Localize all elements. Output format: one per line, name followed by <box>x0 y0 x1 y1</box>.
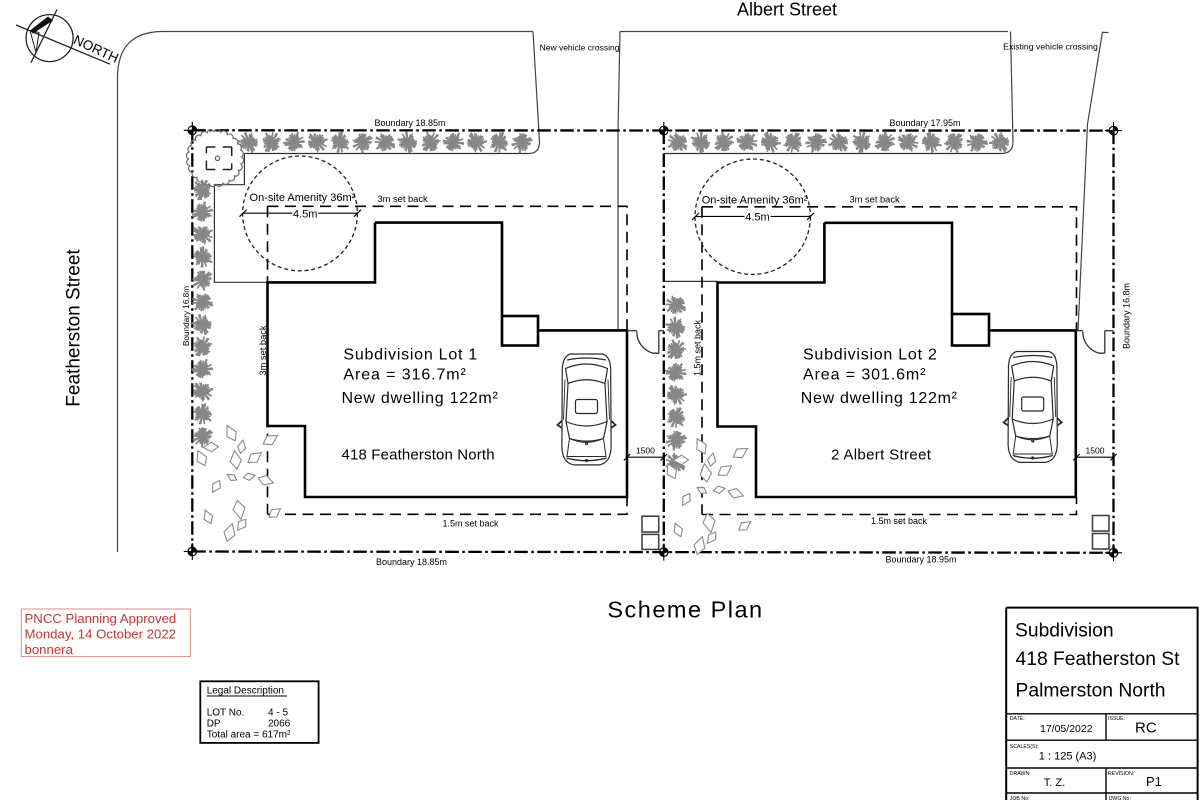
svg-text:Boundary 16.8m: Boundary 16.8m <box>182 286 191 346</box>
svg-text:2 Albert Street: 2 Albert Street <box>831 447 932 464</box>
svg-text:17/05/2022: 17/05/2022 <box>1040 723 1093 735</box>
svg-text:Total area = 617m²: Total area = 617m² <box>207 729 291 740</box>
svg-text:Scheme Plan: Scheme Plan <box>607 597 763 623</box>
svg-text:JOB No:: JOB No: <box>1010 796 1030 800</box>
svg-text:4.5m: 4.5m <box>293 209 317 221</box>
svg-text:bonnera: bonnera <box>25 642 74 657</box>
svg-text:418 Featherston North: 418 Featherston North <box>342 447 495 464</box>
svg-text:418 Featherston St: 418 Featherston St <box>1016 649 1181 670</box>
svg-text:2066: 2066 <box>268 719 291 730</box>
svg-text:PNCC Planning Approved: PNCC Planning Approved <box>25 611 177 626</box>
svg-text:DATE:: DATE: <box>1010 716 1025 722</box>
svg-text:1.5m set back: 1.5m set back <box>442 519 499 529</box>
svg-text:New dwelling 122m²: New dwelling 122m² <box>342 390 499 407</box>
svg-text:T. Z.: T. Z. <box>1044 777 1065 789</box>
svg-text:1 : 125 (A3): 1 : 125 (A3) <box>1039 751 1096 763</box>
svg-text:P1: P1 <box>1146 774 1162 789</box>
svg-text:Boundary 18.85m: Boundary 18.85m <box>376 557 447 567</box>
svg-text:On-site Amenity 36m²: On-site Amenity 36m² <box>702 195 808 207</box>
svg-text:RC: RC <box>1135 720 1157 737</box>
svg-text:New vehicle crossing: New vehicle crossing <box>540 43 620 53</box>
svg-text:LOT No.: LOT No. <box>207 708 245 719</box>
svg-text:Boundary 16.8m: Boundary 16.8m <box>1121 283 1131 349</box>
svg-text:Subdivision Lot 1: Subdivision Lot 1 <box>343 347 478 364</box>
svg-text:ISSUE:: ISSUE: <box>1108 716 1125 722</box>
svg-text:SCALES(S):: SCALES(S): <box>1010 744 1039 750</box>
svg-text:4.5m: 4.5m <box>745 212 769 224</box>
svg-text:DWG No:: DWG No: <box>1109 796 1131 800</box>
svg-text:On-site Amenity 36m²: On-site Amenity 36m² <box>250 192 356 204</box>
svg-text:Legal Description: Legal Description <box>207 686 284 697</box>
svg-text:Area = 301.6m²: Area = 301.6m² <box>803 367 926 384</box>
svg-text:Area = 316.7m²: Area = 316.7m² <box>343 367 466 384</box>
svg-text:Albert Street: Albert Street <box>737 0 837 20</box>
svg-text:Featherston Street: Featherston Street <box>64 249 85 407</box>
svg-text:New dwelling 122m²: New dwelling 122m² <box>801 390 958 407</box>
svg-text:Monday, 14 October 2022: Monday, 14 October 2022 <box>25 627 177 642</box>
svg-text:1.5m set back: 1.5m set back <box>871 516 928 526</box>
svg-text:Subdivision: Subdivision <box>1015 621 1114 642</box>
svg-text:Boundary 17.95m: Boundary 17.95m <box>889 118 960 128</box>
svg-text:1.5m set back: 1.5m set back <box>692 319 702 376</box>
svg-text:Palmerston North: Palmerston North <box>1016 681 1166 702</box>
svg-text:1500: 1500 <box>1086 446 1105 456</box>
svg-text:1500: 1500 <box>636 446 655 456</box>
svg-text:DRAWN:: DRAWN: <box>1010 771 1031 777</box>
svg-text:3m set back: 3m set back <box>850 195 900 205</box>
svg-text:DP: DP <box>207 719 221 730</box>
svg-text:Boundary 18.95m: Boundary 18.95m <box>885 555 956 565</box>
svg-text:REVISION:: REVISION: <box>1108 771 1134 777</box>
svg-text:Boundary 18.85m: Boundary 18.85m <box>374 118 445 128</box>
svg-text:Existing vehicle crossing: Existing vehicle crossing <box>1003 42 1098 52</box>
svg-text:Subdivision Lot 2: Subdivision Lot 2 <box>803 347 938 364</box>
svg-text:4 - 5: 4 - 5 <box>268 708 288 719</box>
svg-text:3m set back: 3m set back <box>378 194 428 204</box>
svg-text:3m set back: 3m set back <box>258 325 268 375</box>
